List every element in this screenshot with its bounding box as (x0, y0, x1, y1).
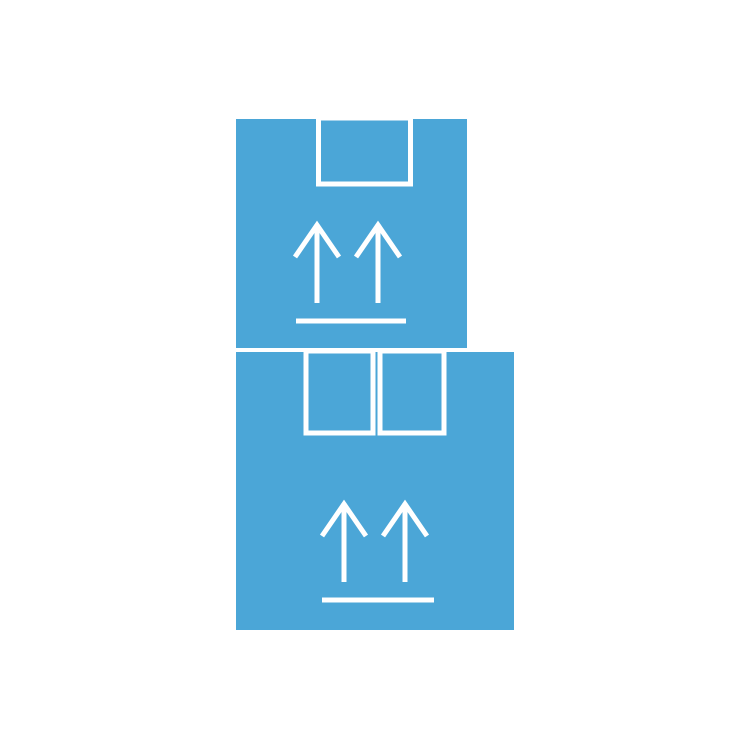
bottom-box (236, 348, 514, 630)
bottom-box-tape-flap-left (303, 348, 376, 436)
up-arrow-icon (292, 220, 342, 303)
bottom-box-up-arrows-icon (319, 499, 430, 582)
up-arrow-icon (319, 499, 369, 582)
bottom-box-tape-flap-right (377, 348, 447, 436)
top-box-up-arrows-icon (292, 220, 403, 303)
top-box-body (236, 119, 467, 348)
up-arrow-icon (353, 220, 403, 303)
up-arrow-icon (380, 499, 430, 582)
top-box-tape-flap (316, 115, 413, 187)
top-box (236, 115, 467, 348)
